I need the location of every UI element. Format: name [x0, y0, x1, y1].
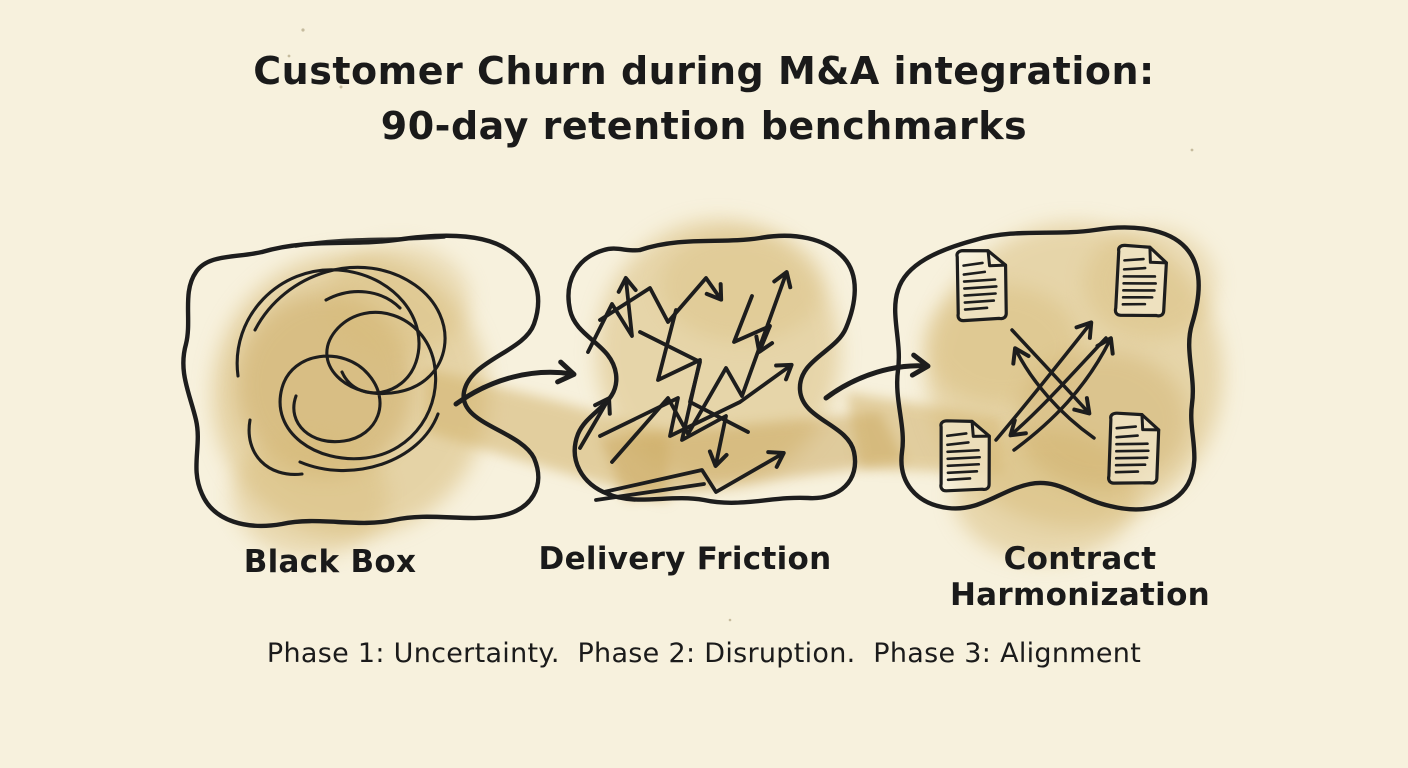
blob-outline [566, 233, 858, 505]
connector-arrow-2 [823, 352, 931, 401]
stage-label-black-box: Black Box [243, 544, 417, 580]
connector-arrow-1 [453, 359, 577, 407]
stage-blob-delivery-friction [566, 233, 858, 505]
document-icon [938, 418, 992, 493]
documents-crossing-arrows-icon [938, 243, 1169, 493]
page-title: Customer Churn during M&A integration: 9… [0, 44, 1408, 154]
title-line-1: Customer Churn during M&A integration: [253, 49, 1155, 93]
document-icon [1106, 411, 1161, 486]
tangle-scribble-icon [235, 265, 447, 476]
stage-label-delivery-friction: Delivery Friction [538, 541, 832, 577]
blob-outline-sketch-stroke [294, 235, 446, 248]
title-line-2: 90-day retention benchmarks [380, 104, 1028, 149]
paper-speckles [287, 28, 1194, 622]
blob-outline [893, 225, 1201, 512]
stage-blob-black-box [181, 233, 541, 529]
document-icon [1113, 243, 1169, 319]
phases-caption: Phase 1: Uncertainty. Phase 2: Disruptio… [266, 638, 1142, 669]
crossing-arrows [994, 320, 1115, 452]
zigzag-arrows-icon [578, 270, 794, 502]
stage-blob-contract-harmonization [893, 225, 1201, 512]
stage-label-contract-harmonization: Contract Harmonization [949, 541, 1211, 613]
document-icon [954, 247, 1010, 323]
blob-outline [181, 233, 541, 529]
